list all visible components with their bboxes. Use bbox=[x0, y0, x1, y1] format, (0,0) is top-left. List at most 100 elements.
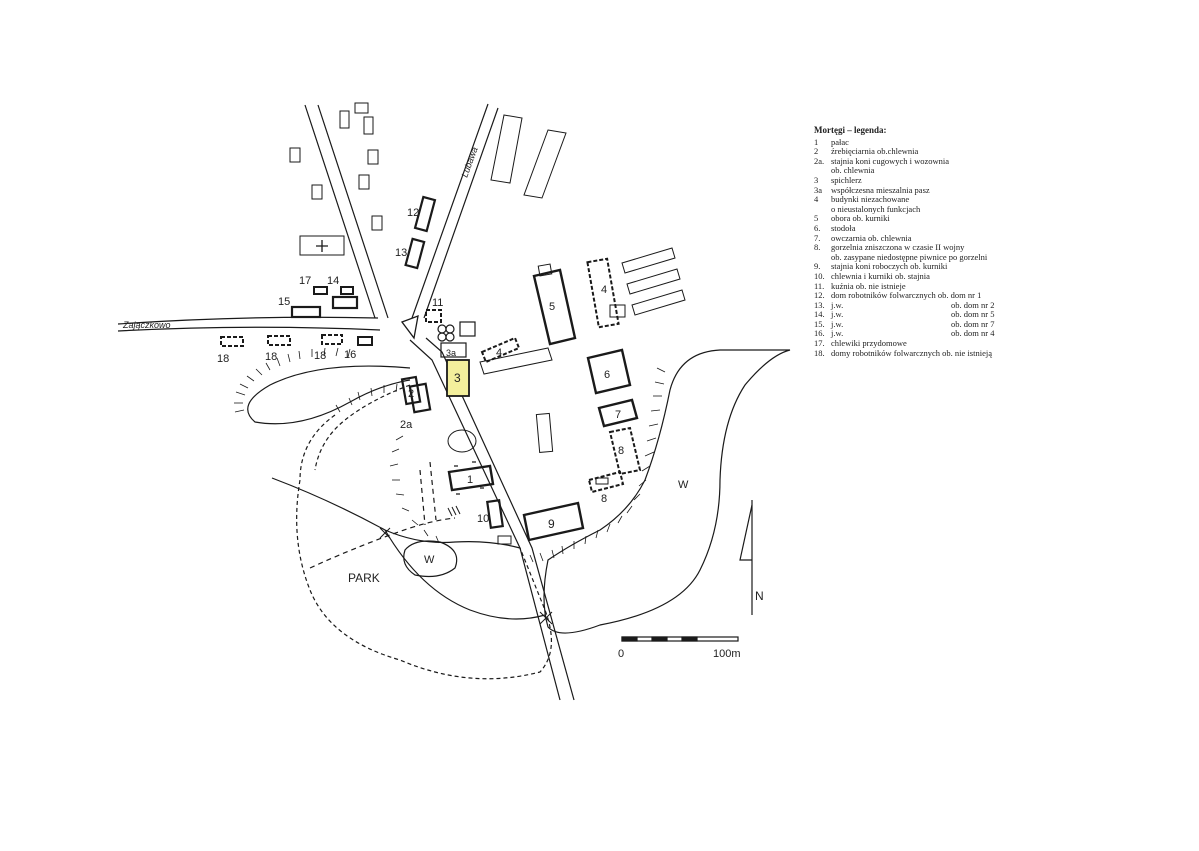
legend-item: 18.domy robotników folwarcznych ob. nie … bbox=[814, 347, 992, 358]
legend-item: 16.j.w.ob. dom nr 4 bbox=[814, 328, 995, 339]
building-8b bbox=[587, 470, 625, 494]
scale-label-end: 100m bbox=[713, 648, 741, 660]
road-to-zajaczkowo bbox=[117, 316, 381, 332]
stairs-marker bbox=[447, 505, 461, 517]
park-dashed-path-2 bbox=[419, 469, 426, 526]
building-3a-silos bbox=[437, 321, 476, 358]
lake-east bbox=[543, 349, 791, 634]
street-label-zajaczkowo: Zajączkowo bbox=[122, 320, 171, 330]
label-north: N bbox=[755, 589, 764, 603]
park-path-2 bbox=[384, 529, 546, 620]
building-9 bbox=[522, 501, 585, 542]
street-label-lubawa: Lubawa bbox=[459, 146, 479, 179]
legend-item: 8.gorzelnia zniszczona w czasie II wojny bbox=[814, 242, 965, 253]
building-4-east bbox=[586, 257, 620, 329]
label-2a: 2a bbox=[400, 419, 413, 431]
embankment-west bbox=[247, 365, 411, 425]
sheds-east bbox=[621, 247, 686, 316]
label-12: 12 bbox=[407, 207, 419, 219]
building-18a bbox=[220, 336, 244, 347]
legend-item: 15.j.w.ob. dom nr 7 bbox=[814, 318, 995, 329]
building-13 bbox=[404, 237, 426, 270]
legend-item: 9.stajnia koni roboczych ob. kurniki bbox=[814, 261, 948, 272]
lake-slope-hatching bbox=[529, 367, 666, 563]
building-12 bbox=[413, 195, 437, 233]
barns-north bbox=[490, 114, 567, 199]
label-6: 6 bbox=[604, 369, 610, 381]
label-2: 2 bbox=[408, 388, 414, 400]
label-water-park: W bbox=[424, 554, 435, 566]
embankment-hatching bbox=[234, 347, 351, 413]
building-2a bbox=[408, 382, 432, 414]
park-pond bbox=[403, 540, 458, 578]
building-17 bbox=[313, 286, 328, 295]
label-4-west: 4 bbox=[496, 347, 502, 359]
building-1-palace bbox=[447, 429, 495, 495]
building-14a bbox=[340, 286, 354, 295]
label-1: 1 bbox=[467, 474, 473, 486]
label-park: PARK bbox=[348, 571, 380, 585]
building-6 bbox=[586, 348, 632, 395]
building-11 bbox=[425, 309, 442, 323]
building-3-granary bbox=[446, 359, 470, 397]
label-3: 3 bbox=[454, 371, 461, 385]
north-arrow bbox=[739, 500, 753, 615]
road-north-west bbox=[304, 104, 389, 319]
label-3a: 3a bbox=[446, 348, 456, 358]
building-10 bbox=[486, 499, 504, 529]
legend-item: 13.j.w.ob. dom nr 2 bbox=[814, 299, 995, 310]
label-18-b: 18 bbox=[265, 351, 277, 363]
label-17: 17 bbox=[299, 275, 311, 287]
junction-marker-2 bbox=[539, 611, 553, 625]
park-path bbox=[271, 477, 521, 549]
legend-item: 7.owczarnia ob. chlewnia bbox=[814, 232, 912, 243]
label-10: 10 bbox=[477, 513, 489, 525]
building-16 bbox=[357, 336, 373, 346]
label-18-a: 18 bbox=[217, 353, 229, 365]
building-7 bbox=[597, 398, 639, 428]
building-15 bbox=[290, 305, 322, 319]
label-water-east: W bbox=[678, 479, 689, 491]
building-10-small bbox=[497, 535, 512, 545]
field-center bbox=[535, 412, 554, 453]
building-5-annex bbox=[537, 263, 553, 277]
label-7: 7 bbox=[615, 409, 621, 421]
legend-title: Mortęgi – legenda: bbox=[814, 125, 887, 135]
roundabout-island bbox=[400, 314, 419, 340]
park-slope-hatching bbox=[335, 383, 440, 544]
road-to-lubawa bbox=[411, 103, 499, 319]
label-18-c: 18 bbox=[314, 350, 326, 362]
legend-item: 17.chlewiki przydomowe bbox=[814, 338, 907, 349]
label-13: 13 bbox=[395, 247, 407, 259]
legend-item-cont: ob. zasypane niedostępne piwnice po gorz… bbox=[831, 251, 988, 262]
label-9: 9 bbox=[548, 517, 555, 531]
church-cross-icon bbox=[316, 240, 328, 252]
building-18b bbox=[267, 335, 291, 346]
building-4-east-annex bbox=[609, 304, 626, 318]
building-18c bbox=[321, 334, 343, 345]
label-15: 15 bbox=[278, 296, 290, 308]
label-11: 11 bbox=[432, 297, 443, 309]
label-8-lower: 8 bbox=[601, 493, 607, 505]
legend-item-cont: ob. chlewnia bbox=[831, 165, 875, 176]
label-14: 14 bbox=[327, 275, 339, 287]
park-boundary bbox=[296, 414, 553, 680]
legend-item: 12.dom robotników folwarcznych ob. dom n… bbox=[814, 290, 982, 301]
legend-item: 11.kuźnia ob. nie istnieje bbox=[814, 280, 906, 291]
scale-bar bbox=[621, 636, 739, 642]
label-4-east: 4 bbox=[601, 284, 607, 296]
label-16: 16 bbox=[344, 349, 356, 361]
building-14 bbox=[331, 295, 359, 310]
legend-item: 6.stodoła bbox=[814, 222, 856, 233]
building-4-west bbox=[479, 336, 553, 375]
label-5: 5 bbox=[549, 301, 555, 313]
